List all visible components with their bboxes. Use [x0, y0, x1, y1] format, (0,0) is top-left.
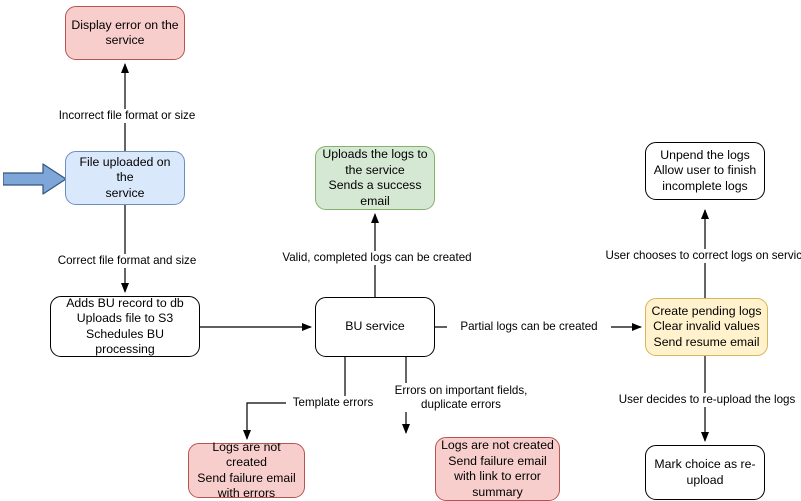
edge-label-template-errors: Template errors [286, 396, 380, 410]
node-logs-not-created-summary[interactable]: Logs are not created Send failure email … [435, 437, 560, 501]
edge-label-user-decides-reupload: User decides to re-upload the logs [610, 393, 801, 407]
node-mark-choice-reupload[interactable]: Mark choice as re- upload [645, 445, 765, 500]
node-uploads-logs-success[interactable]: Uploads the logs to the service Sends a … [315, 146, 435, 210]
edge-label-correct-format: Correct file format and size [25, 254, 229, 268]
node-bu-service[interactable]: BU service [315, 297, 435, 357]
node-create-pending-logs[interactable]: Create pending logs Clear invalid values… [645, 298, 768, 356]
edge-label-partial-logs: Partial logs can be created [447, 320, 611, 334]
edge-label-incorrect-format: Incorrect file format or size [25, 109, 229, 123]
node-adds-bu-record[interactable]: Adds BU record to db Uploads file to S3 … [50, 296, 200, 357]
edge-label-valid-completed-logs: Valid, completed logs can be created [255, 251, 499, 265]
node-unpend-logs[interactable]: Unpend the logs Allow user to finish inc… [645, 142, 765, 200]
node-display-error[interactable]: Display error on the service [65, 6, 185, 60]
edge-label-user-chooses-correct: User chooses to correct logs on service [595, 249, 801, 263]
node-logs-not-created-errors[interactable]: Logs are not created Send failure email … [188, 440, 305, 500]
process-start-arrow [3, 163, 67, 195]
node-file-uploaded[interactable]: File uploaded on the service [65, 151, 185, 205]
edge-label-errors-important-fields: Errors on important fields, duplicate er… [384, 384, 538, 412]
